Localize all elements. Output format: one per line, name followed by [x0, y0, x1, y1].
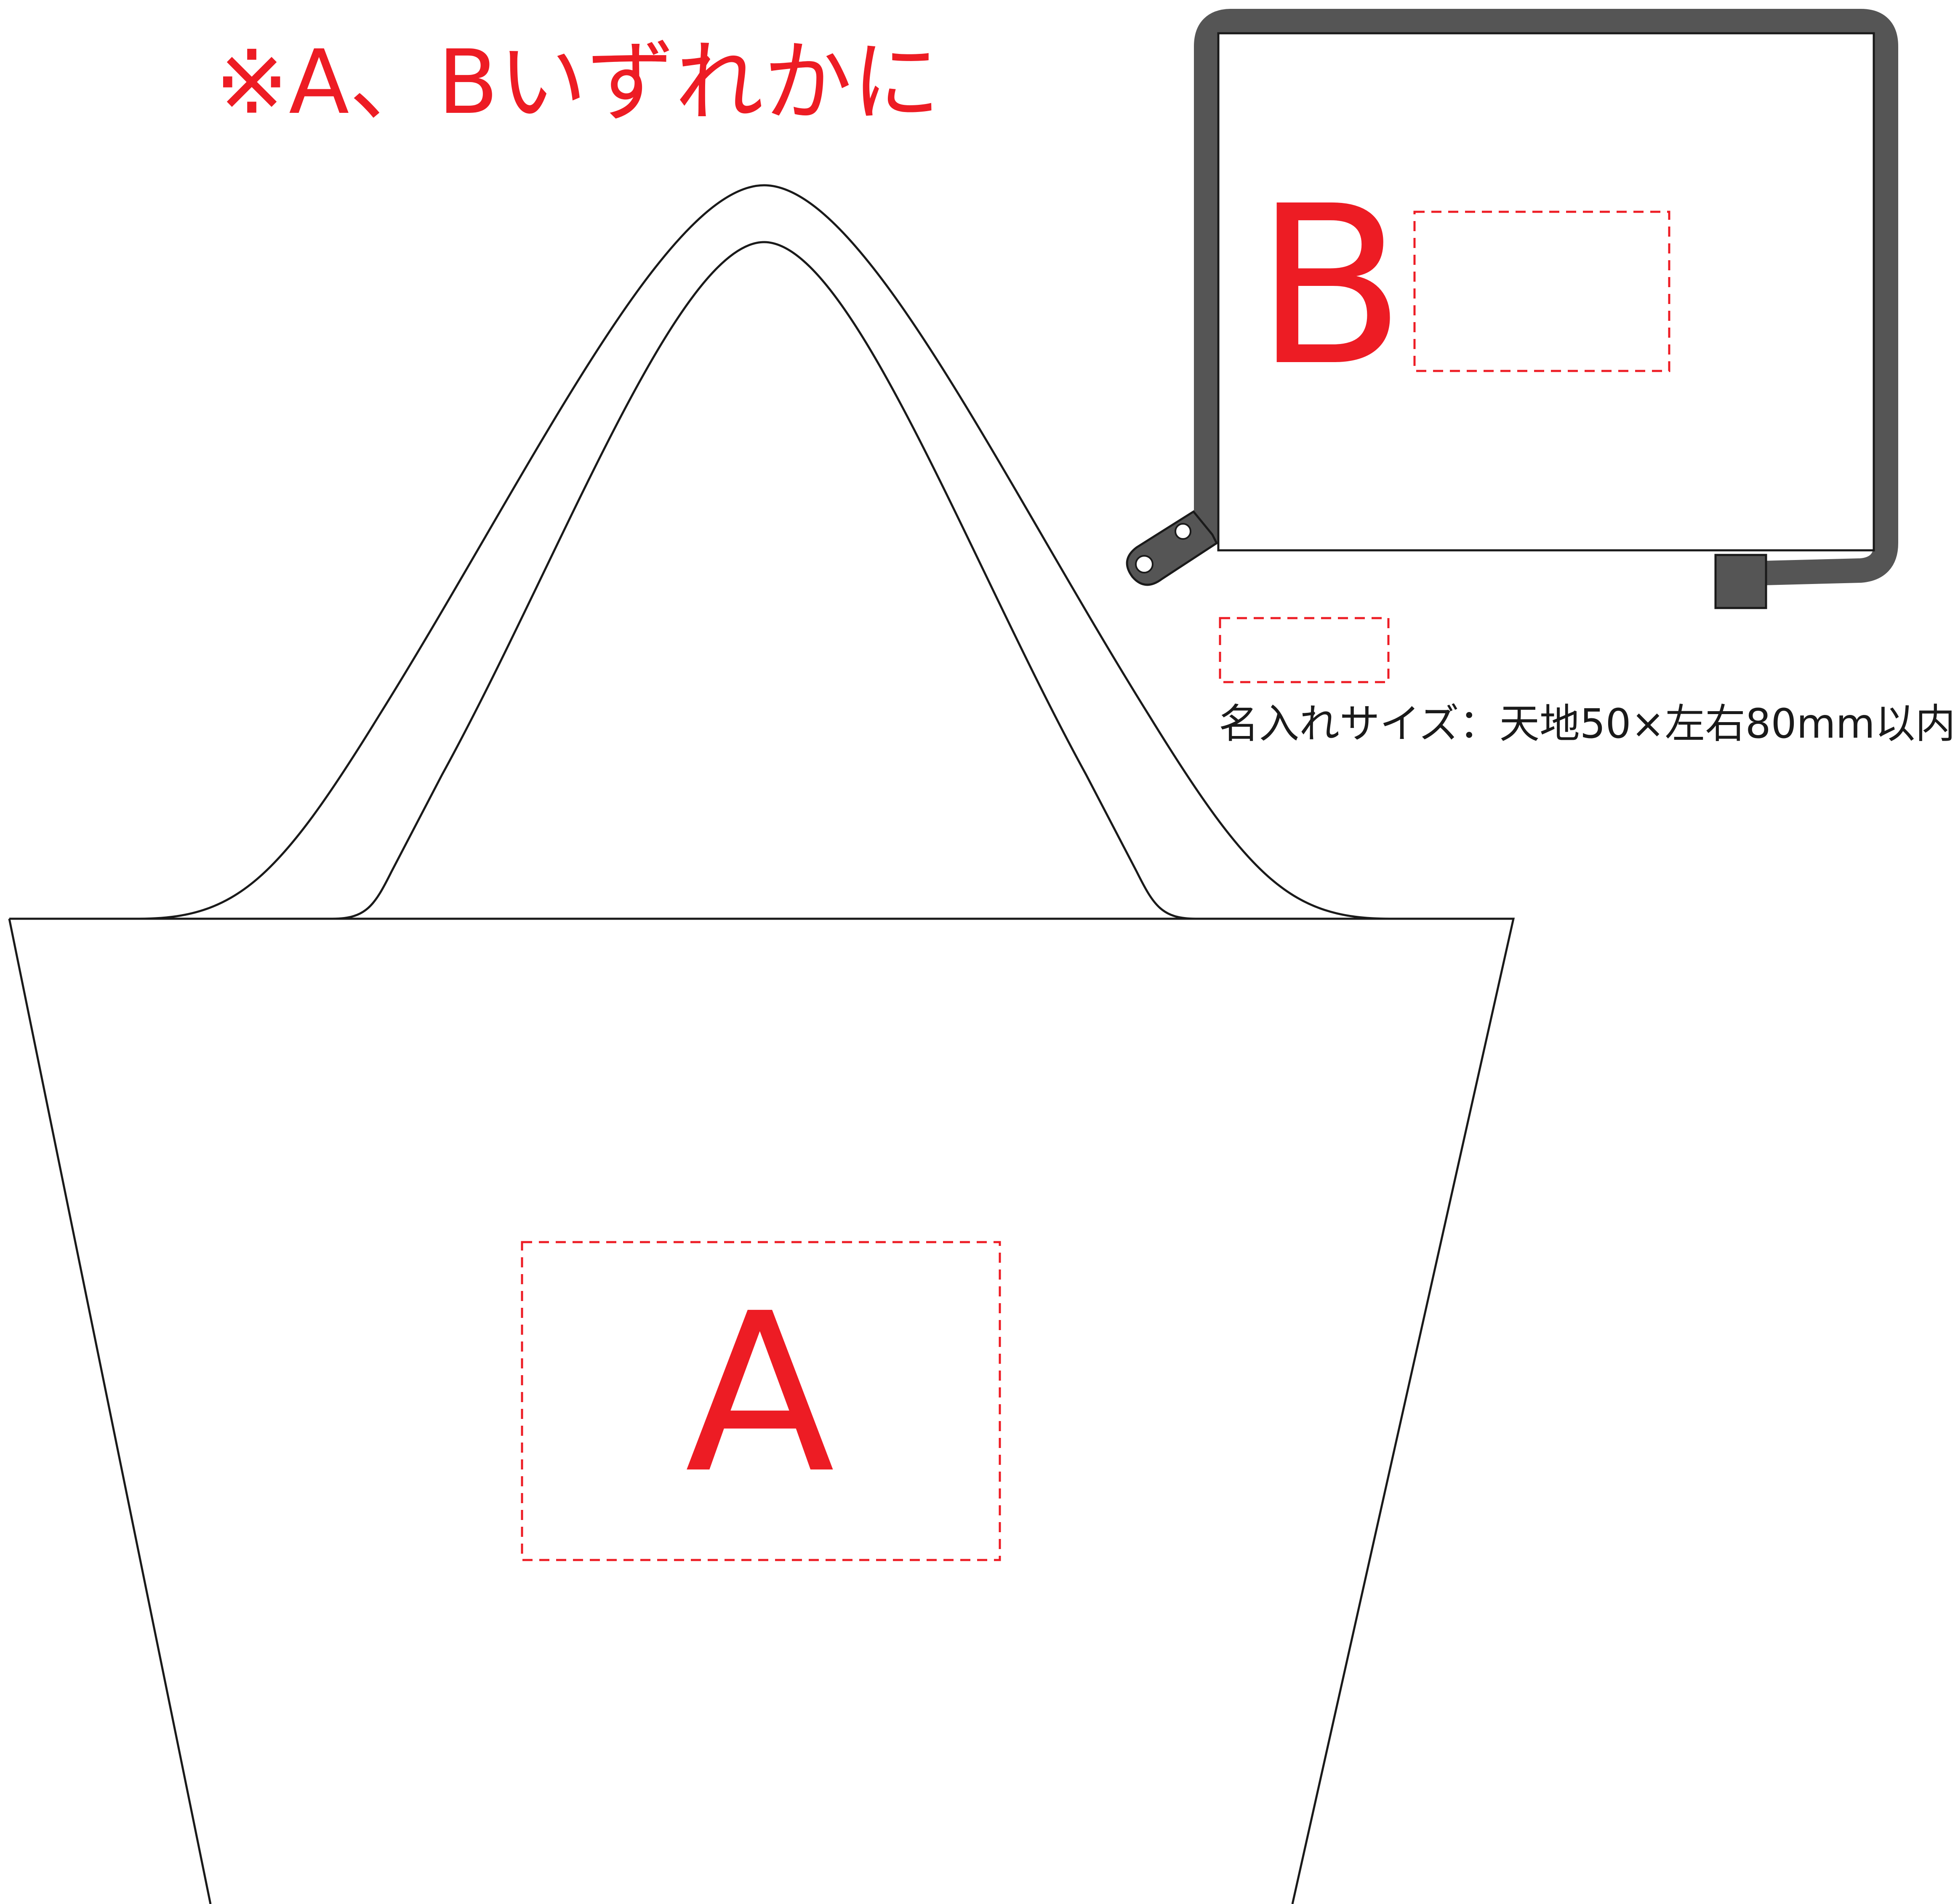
- pouch-zipper-frame: [1194, 9, 1898, 586]
- zipper-slider-rivet: [1175, 523, 1191, 540]
- pouch-body: [1217, 32, 1875, 552]
- tote-bag: [8, 184, 1515, 1904]
- print-size-note: 名入れサイズ：天地50×左右80mm以内: [1219, 700, 1955, 747]
- zipper-stop: [1714, 554, 1767, 609]
- print-area-b-box: [1413, 211, 1670, 372]
- bag-handle-outer: [139, 184, 1390, 920]
- print-area-a-label: A: [685, 1266, 836, 1521]
- bag-handle-inner: [332, 241, 1196, 920]
- zipper-pull-hole: [1135, 555, 1153, 573]
- zipper-pull: [1126, 510, 1218, 586]
- print-area-b-label: B: [1255, 159, 1406, 414]
- print-location-note: ※A、Bいずれかに: [215, 31, 940, 134]
- print-area-a-box: [521, 1241, 1001, 1561]
- zip-pouch: [1126, 9, 1898, 609]
- size-legend-box: [1219, 617, 1390, 683]
- bag-body: [8, 917, 1515, 1904]
